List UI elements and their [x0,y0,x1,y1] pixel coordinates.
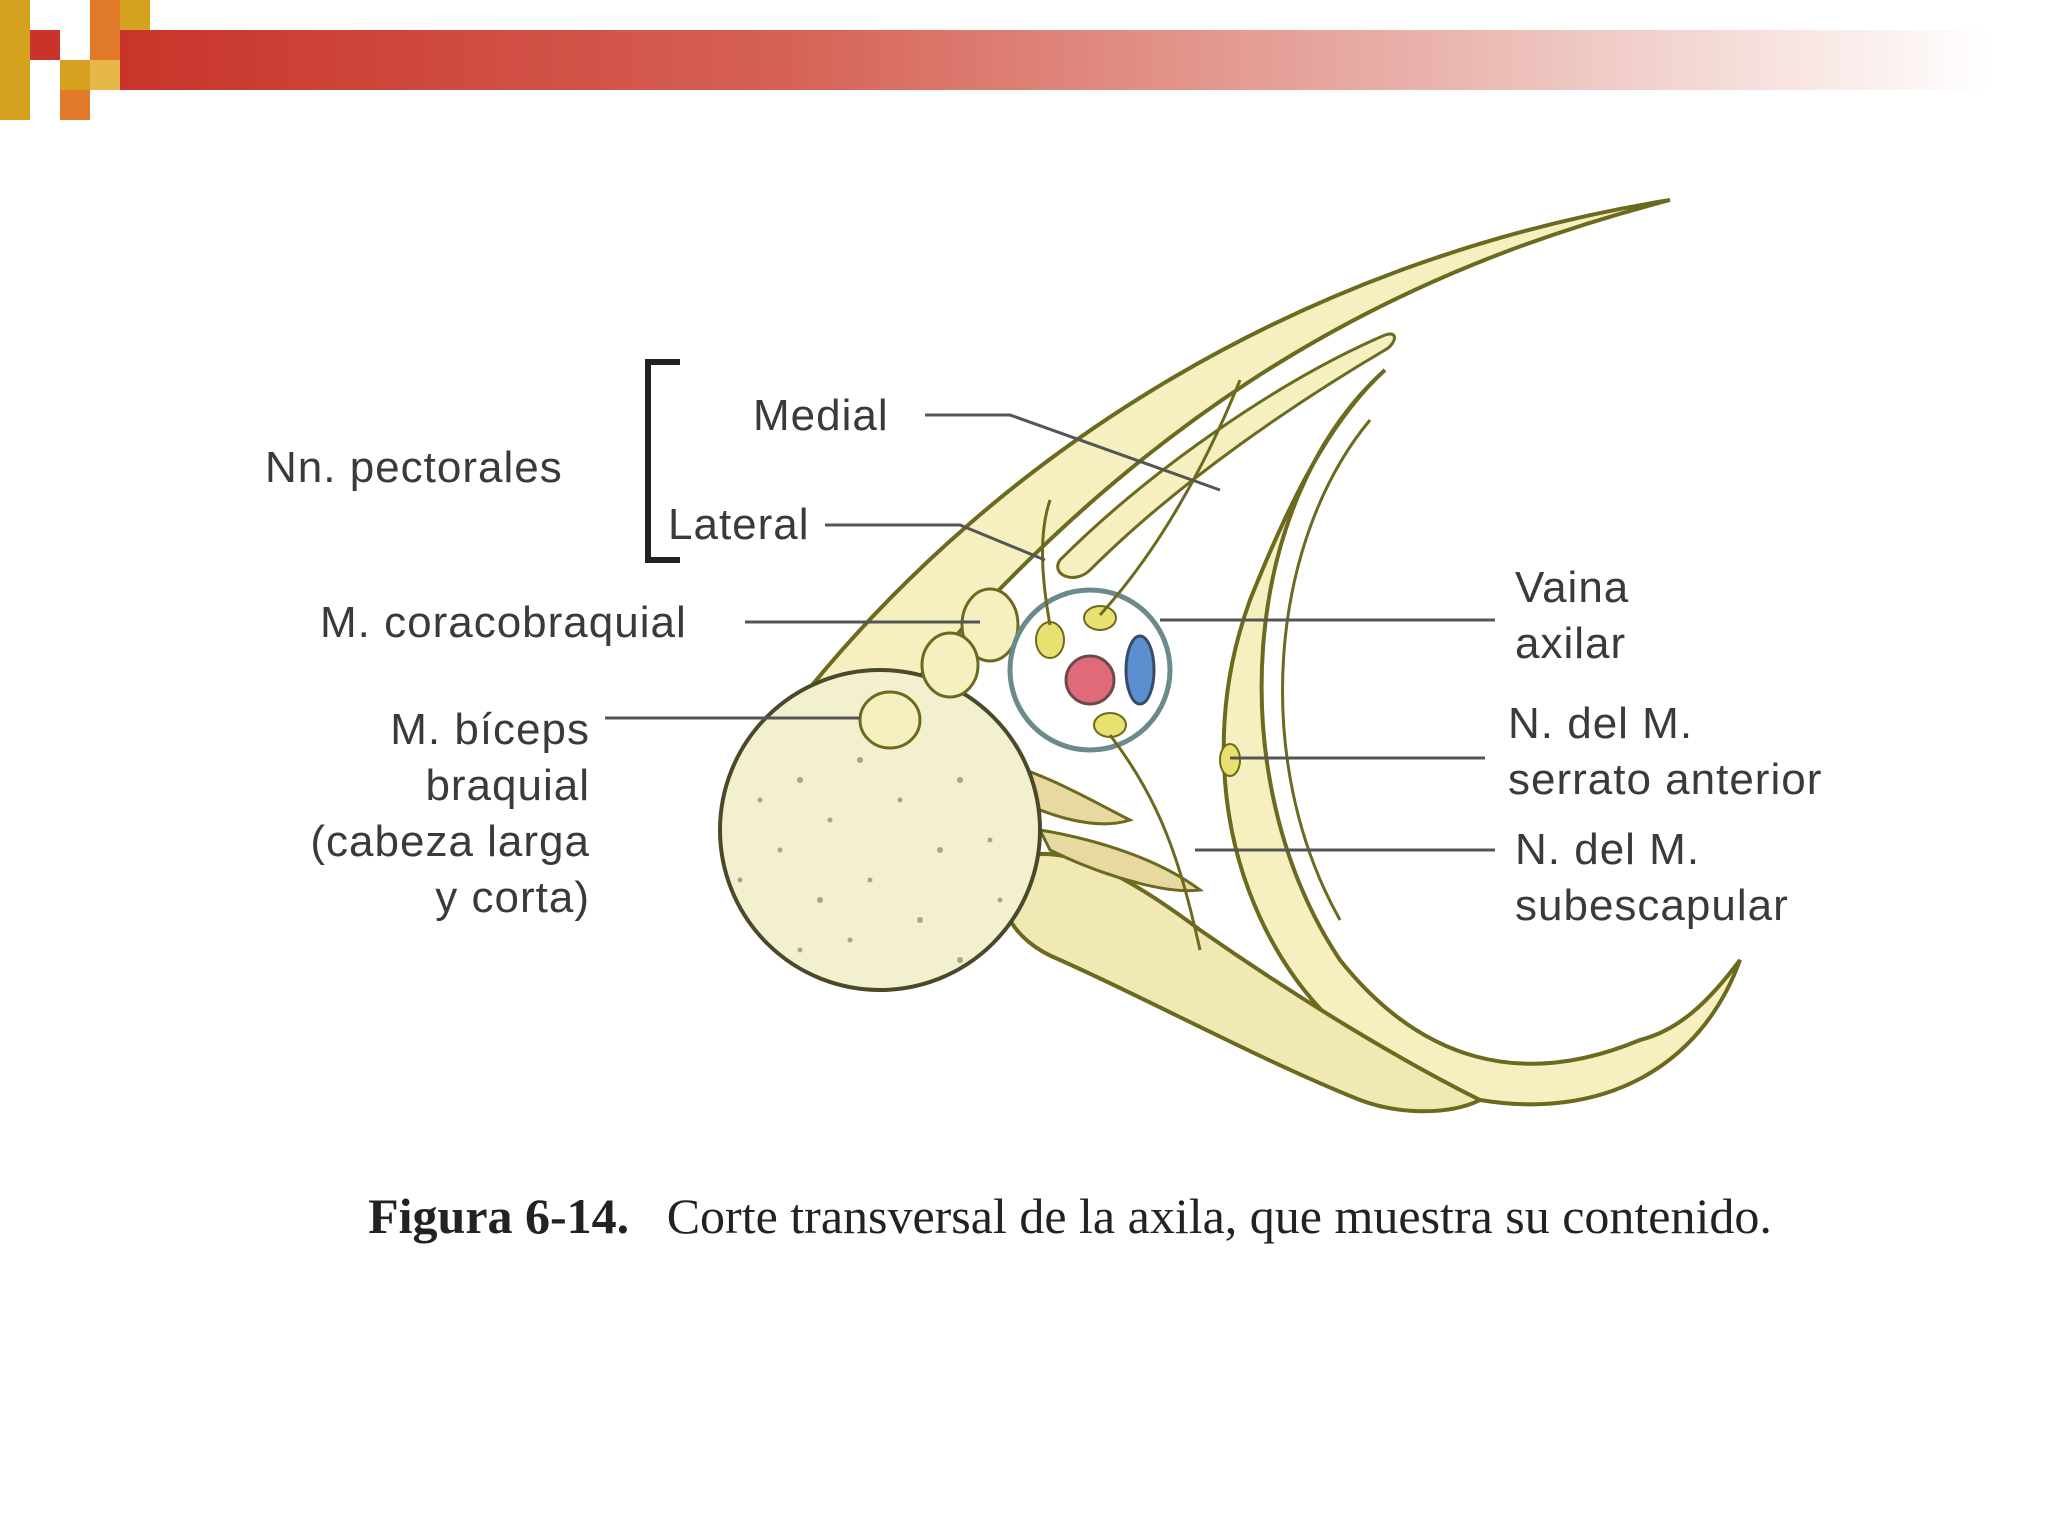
leader-lateral [825,523,1046,562]
label-biceps-line4: y corta) [435,873,590,922]
coracoid-shape [1037,828,1204,893]
nerve-cord-1 [1035,621,1065,659]
serratus-nerve-node [1219,743,1241,777]
leader-medial [925,413,1221,492]
label-coracobraquial: M. coracobraquial [320,598,687,647]
label-nn-pectorales: Nn. pectorales [265,443,563,492]
label-lateral: Lateral [668,500,810,549]
humeral-head [718,668,1042,992]
biceps-muscle-1 [920,631,980,699]
figure-number: Figura 6-14. [368,1188,630,1244]
corner-decoration [0,0,160,125]
scapula-shape [1000,851,1485,1114]
biceps-muscle-2 [858,690,922,750]
leader-lines [605,413,1495,852]
medial-pectoral-nerve [1098,379,1242,617]
label-biceps-line1: M. bíceps [390,705,590,754]
pectoral-bracket [645,359,680,563]
nerve-cord-2 [1083,605,1117,631]
label-subescapular-line1: N. del M. [1515,825,1701,874]
axillary-artery [1064,654,1116,706]
figure-caption-text: Corte transversal de la axila, que muest… [666,1188,1772,1244]
label-medial: Medial [753,391,889,440]
label-subescapular-line2: subescapular [1515,881,1789,930]
label-serrato-line1: N. del M. [1508,699,1694,748]
lateral-pectoral-nerve [1041,499,1052,626]
pectoralis-minor-shape [1056,332,1396,579]
label-vaina-line2: axilar [1515,619,1627,668]
axillary-vein [1124,634,1156,706]
label-vaina-line1: Vaina [1515,563,1630,612]
label-biceps-line3: (cabeza larga [310,817,590,866]
label-biceps-line2: braquial [425,761,590,810]
slide-title-bar [120,30,1990,90]
coracobrachialis-muscle [960,587,1020,663]
figure-caption: Figura 6-14. Corte transversal de la axi… [280,1180,1860,1252]
subscapular-nerve [1108,734,1202,951]
figure-area [160,145,1890,1345]
thoracic-wall-shape [1221,368,1742,1107]
label-serrato-line2: serrato anterior [1508,755,1823,804]
nerve-cord-3 [1093,712,1127,738]
